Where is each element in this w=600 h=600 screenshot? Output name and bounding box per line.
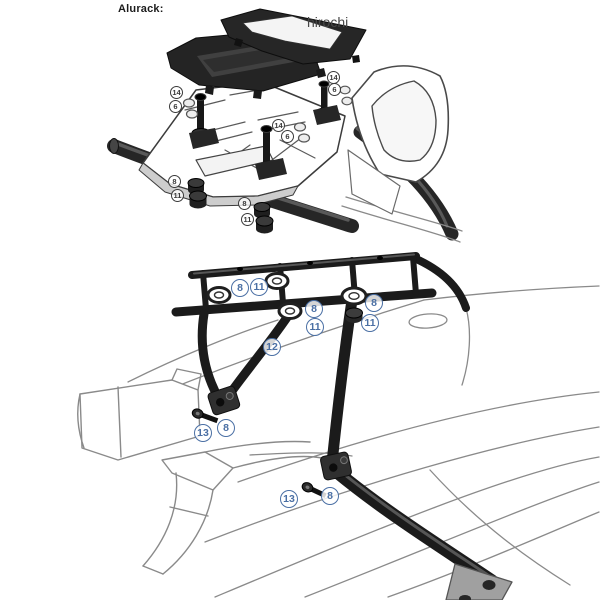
part-callout-11: 11 <box>306 318 324 336</box>
nut-stacks <box>187 178 274 234</box>
alurack-top-plate <box>220 8 367 65</box>
part-callout-13: 13 <box>280 490 298 508</box>
motorcycle-tail-outline <box>127 285 600 598</box>
part-callout-11: 11 <box>241 213 254 226</box>
part-callout-8: 8 <box>305 300 323 318</box>
rack-tube-frame <box>171 252 499 588</box>
part-callout-12: 12 <box>263 338 281 356</box>
bushing-washers <box>182 85 353 143</box>
left-mount-bolt <box>191 408 219 424</box>
diagram-title: Alurack: <box>118 3 164 15</box>
top-exploded-diagram <box>107 8 463 243</box>
part-callout-14: 14 <box>170 86 183 99</box>
right-mount-clamp <box>320 451 352 481</box>
part-callout-13: 13 <box>194 424 212 442</box>
rack-platform <box>138 81 346 207</box>
rack-bar-holes <box>237 256 383 271</box>
part-callout-11: 11 <box>171 189 184 202</box>
part-callout-8: 8 <box>168 175 181 188</box>
left-mount-clamp <box>207 385 241 416</box>
part-callout-8: 8 <box>231 279 249 297</box>
part-callout-8: 8 <box>238 197 251 210</box>
part-callout-8: 8 <box>365 294 383 312</box>
bottom-mounted-diagram <box>77 252 600 600</box>
strut-end-plate <box>445 563 513 600</box>
part-callout-14: 14 <box>272 119 285 132</box>
bodywork-oval-detail <box>408 313 448 329</box>
grommets <box>206 272 368 324</box>
part-callout-8: 8 <box>321 487 339 505</box>
part-callout-6: 6 <box>169 100 182 113</box>
rear-rail-outline <box>347 65 450 215</box>
part-callout-8: 8 <box>217 419 235 437</box>
mounting-bolts <box>189 80 341 180</box>
taillight-fender-outline <box>77 368 323 575</box>
part-callout-6: 6 <box>328 83 341 96</box>
watermark-text: hirochi <box>307 14 349 30</box>
part-callout-6: 6 <box>281 130 294 143</box>
part-callout-11: 11 <box>250 278 268 296</box>
part-callout-11: 11 <box>361 314 379 332</box>
